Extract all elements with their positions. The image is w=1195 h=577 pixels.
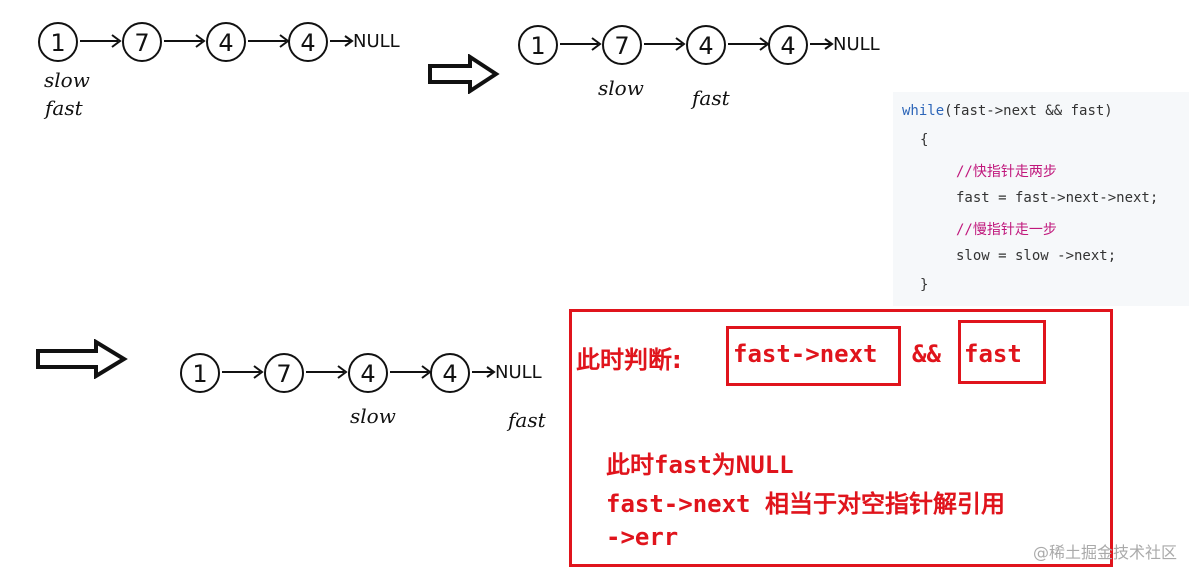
judge-label: 此时判断: (576, 346, 682, 374)
linked-list-step2: 1 7 4 4 NULL (518, 25, 880, 65)
link-3-4-head (279, 34, 290, 48)
code-snippet: while(fast->next && fast) { //快指针走两步 fas… (893, 92, 1189, 306)
link-4-null-head (344, 35, 354, 47)
node-2-value: 7 (614, 32, 629, 60)
transition-arrow-1 (428, 54, 500, 94)
linked-list-step3: 1 7 4 4 NULL (180, 353, 542, 393)
code-comment-slow: //慢指针走一步 (956, 222, 1057, 238)
link-3-4-head (759, 37, 770, 51)
node-4-value: 4 (442, 360, 457, 388)
node-4-value: 4 (780, 32, 795, 60)
watermark: @稀土掘金技术社区 (1032, 543, 1177, 562)
slow-pointer-label: slow (350, 404, 396, 428)
link-2-3-head (337, 365, 348, 379)
while-condition: (fast->next && fast) (944, 103, 1113, 119)
link-1-2-head (591, 37, 602, 51)
explanation-line-3: ->err (606, 523, 679, 551)
link-1-2-head (253, 365, 264, 379)
code-comment-fast: //快指针走两步 (956, 164, 1057, 180)
node-1-value: 1 (50, 29, 65, 57)
code-line-fast-step: fast = fast->next->next; (956, 190, 1159, 206)
node-2 (602, 25, 642, 65)
null-label: NULL (353, 31, 400, 52)
node-4-value: 4 (300, 29, 315, 57)
slow-pointer-label: slow (44, 68, 90, 92)
node-3 (206, 22, 246, 62)
linked-list-step1: 1 7 4 4 NULL (38, 22, 400, 62)
node-1 (518, 25, 558, 65)
highlight-fast (958, 320, 1046, 384)
condition-left: fast->next (733, 340, 878, 368)
node-3 (348, 353, 388, 393)
link-3-4-head (421, 365, 432, 379)
node-3-value: 4 (360, 360, 375, 388)
code-line-close-brace: } (920, 277, 929, 293)
node-1-value: 1 (192, 360, 207, 388)
condition-right: fast (964, 340, 1022, 368)
fast-pointer-label: fast (45, 96, 83, 120)
link-2-3-head (195, 34, 206, 48)
node-1-value: 1 (530, 32, 545, 60)
code-line-slow-step: slow = slow ->next; (956, 248, 1117, 264)
slow-pointer-label: slow (598, 76, 644, 100)
null-label: NULL (833, 34, 880, 55)
code-line-open-brace: { (920, 132, 929, 148)
keyword-while: while (902, 103, 945, 119)
node-3-value: 4 (698, 32, 713, 60)
node-2 (122, 22, 162, 62)
node-4 (288, 22, 328, 62)
explanation-line-2: fast->next 相当于对空指针解引用 (606, 490, 1005, 518)
link-4-null-head (486, 366, 496, 378)
explanation-line-1: 此时fast为NULL (606, 451, 794, 479)
node-2-value: 7 (276, 360, 291, 388)
node-1 (180, 353, 220, 393)
highlight-fast-next (726, 326, 901, 386)
node-3 (686, 25, 726, 65)
link-2-3-head (675, 37, 686, 51)
node-1 (38, 22, 78, 62)
node-4 (768, 25, 808, 65)
explanation-box (569, 309, 1113, 567)
link-1-2-head (111, 34, 122, 48)
node-3-value: 4 (218, 29, 233, 57)
node-2 (264, 353, 304, 393)
fast-pointer-label: fast (508, 408, 546, 432)
fast-pointer-label: fast (692, 86, 730, 110)
null-label: NULL (495, 362, 542, 383)
code-line-while: while(fast->next && fast) (902, 103, 1113, 119)
transition-arrow-2 (36, 339, 128, 379)
condition-operator: && (912, 340, 941, 368)
link-4-null-head (824, 38, 834, 50)
node-4 (430, 353, 470, 393)
node-2-value: 7 (134, 29, 149, 57)
